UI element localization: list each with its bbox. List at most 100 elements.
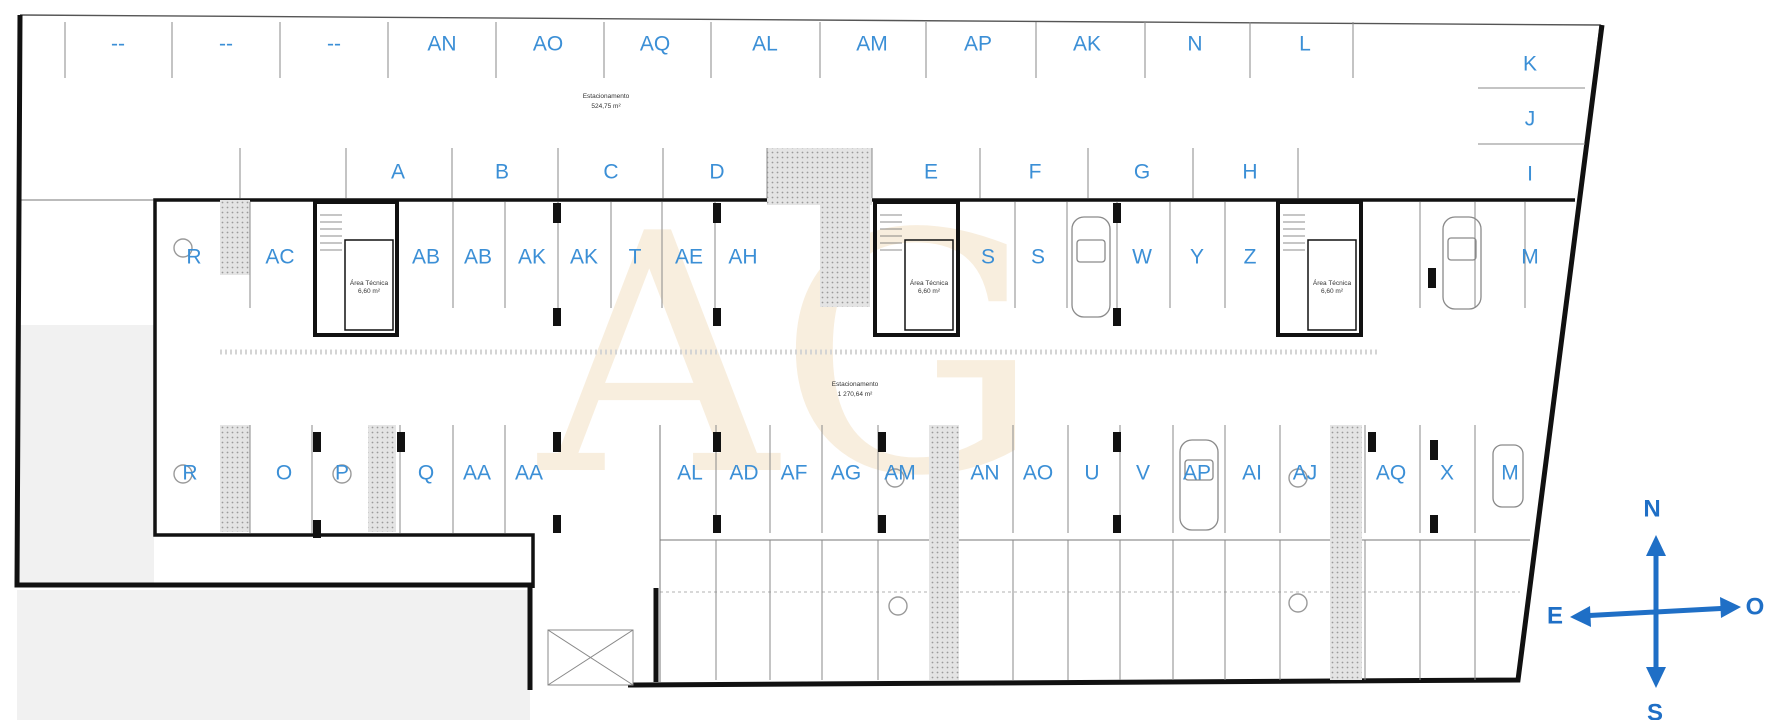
structural-column <box>878 432 886 452</box>
hatched-strip <box>220 425 250 532</box>
space-label-low: AG <box>831 462 861 485</box>
structural-column <box>1368 432 1376 452</box>
space-label-low: X <box>1440 462 1454 485</box>
space-label-top: N <box>1187 33 1202 56</box>
space-label-right: I <box>1527 163 1533 186</box>
hatched-strip <box>767 148 872 205</box>
space-label-top: AP <box>964 33 992 56</box>
space-label-upper: A <box>391 161 405 184</box>
east-arrow-icon <box>1570 606 1591 627</box>
car-outline <box>1071 216 1524 531</box>
structural-column <box>553 308 561 326</box>
space-label-mid: AH <box>728 246 757 269</box>
space-label-mid: Z <box>1244 246 1257 269</box>
space-label-mid: AB <box>412 246 440 269</box>
space-label-top: AM <box>856 33 888 56</box>
accessible-parking-icon <box>173 238 1308 616</box>
space-label-upper: E <box>924 161 938 184</box>
compass-north-label: N <box>1643 495 1660 522</box>
hatched-strip <box>929 425 959 680</box>
structural-column <box>1113 203 1121 223</box>
space-label-upper: G <box>1134 161 1150 184</box>
structural-column <box>1430 515 1438 533</box>
space-label-low: AA <box>463 462 491 485</box>
lower-area-size: 1 270,64 m² <box>838 391 874 398</box>
svg-text:Área Técnica: Área Técnica <box>1313 278 1352 287</box>
structural-column <box>553 515 561 533</box>
svg-text:Área Técnica: Área Técnica <box>910 278 949 287</box>
space-label-top: AK <box>1073 33 1101 56</box>
space-label-low: P <box>335 462 349 485</box>
structural-column <box>313 520 321 538</box>
structural-column <box>553 203 561 223</box>
space-label-top: AO <box>533 33 563 56</box>
exterior-area-bottom <box>17 590 530 720</box>
north-arrow-icon <box>1646 535 1666 556</box>
structural-column <box>397 432 405 452</box>
space-label-low: AQ <box>1376 462 1406 485</box>
space-label-low: AM <box>884 462 916 485</box>
space-label-mid: AK <box>570 246 598 269</box>
compass-south-label: S <box>1647 699 1663 720</box>
svg-text:Área Técnica: Área Técnica <box>350 278 389 287</box>
space-label-mid: Y <box>1190 246 1204 269</box>
structural-column <box>713 515 721 533</box>
structural-column <box>313 432 321 452</box>
space-label-low: AI <box>1242 462 1262 485</box>
structural-column <box>1113 432 1121 452</box>
space-label-low: AL <box>677 462 703 485</box>
space-label-right: K <box>1523 53 1537 76</box>
space-label-low: Q <box>418 462 434 485</box>
structural-column <box>1430 440 1438 460</box>
upper-area-name: Estacionamento <box>583 93 630 100</box>
space-label-mid: AE <box>675 246 703 269</box>
space-label-low: AA <box>515 462 543 485</box>
ramp-entrance <box>547 629 634 686</box>
space-label-low: V <box>1136 462 1150 485</box>
structural-column <box>1113 515 1121 533</box>
space-label-mid: S <box>1031 246 1045 269</box>
structural-column <box>878 515 886 533</box>
exterior-wall-left <box>14 14 533 690</box>
space-label-upper: C <box>603 161 618 184</box>
structural-column <box>713 308 721 326</box>
exterior-wall-right <box>627 24 1605 688</box>
structural-column <box>713 203 721 223</box>
space-label-low: AO <box>1023 462 1053 485</box>
space-label-mid: W <box>1132 246 1152 269</box>
upper-area-size: 524,75 m² <box>591 103 621 110</box>
stair-core-2: Área Técnica 6,60 m² <box>873 200 960 337</box>
structural-columns <box>313 203 1438 538</box>
space-label-low: O <box>276 462 292 485</box>
space-label-top: L <box>1299 33 1311 56</box>
space-label-mid: AB <box>464 246 492 269</box>
structural-column <box>553 432 561 452</box>
space-label-mid: S <box>981 246 995 269</box>
space-label-upper: B <box>495 161 509 184</box>
exterior-area-left <box>17 325 154 585</box>
space-label-mid: AC <box>265 246 294 269</box>
space-label-mid: M <box>1521 246 1539 269</box>
space-label-top: -- <box>111 33 125 56</box>
space-label-low: AF <box>781 462 808 485</box>
space-label-upper: H <box>1242 161 1257 184</box>
space-label-upper: F <box>1029 161 1042 184</box>
south-arrow-icon <box>1646 667 1666 688</box>
stair-core-3: Área Técnica 6,60 m² <box>1276 200 1363 337</box>
svg-text:6,60 m²: 6,60 m² <box>918 288 941 295</box>
watermark-logo: AG <box>534 164 1041 548</box>
west-arrow-icon <box>1720 597 1741 618</box>
space-label-mid: T <box>629 246 642 269</box>
lower-area-name: Estacionamento <box>832 381 879 388</box>
space-label-upper: D <box>709 161 724 184</box>
space-label-low: AN <box>970 462 999 485</box>
hatched-strip <box>1330 425 1362 680</box>
space-label-mid: AK <box>518 246 546 269</box>
structural-column <box>713 432 721 452</box>
space-label-top: AL <box>752 33 778 56</box>
structural-column <box>1113 308 1121 326</box>
svg-text:6,60 m²: 6,60 m² <box>1321 288 1344 295</box>
space-label-right: J <box>1525 108 1536 131</box>
